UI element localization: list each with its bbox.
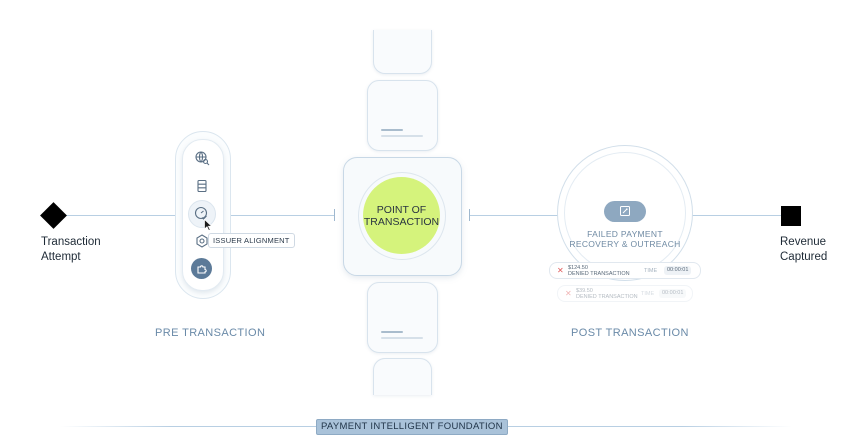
transaction-time: 00:00:01 [659,289,687,298]
edit-document-icon [620,206,630,216]
gauge-check-icon[interactable] [193,205,209,221]
end-label: Revenue Captured [780,235,827,265]
connector-pre-to-center [229,215,335,216]
connector-center-to-post [470,215,558,216]
stack-card-bar [381,331,403,333]
post-transaction-title: FAILED PAYMENT RECOVERY & OUTREACH [560,229,690,249]
post-transaction-label: POST TRANSACTION [571,327,689,339]
stack-card-lower [367,282,438,353]
denied-x-icon: ✕ [565,289,572,298]
transaction-time-label: TIME [644,267,658,274]
puzzle-icon[interactable] [191,258,212,279]
recovery-action-button[interactable] [604,201,646,222]
transaction-row: ✕ $39.50 DENIED TRANSACTION TIME 00:00:0… [557,285,693,302]
point-of-transaction-ring [358,172,446,260]
pre-transaction-label: PRE TRANSACTION [155,327,266,339]
gear-icon[interactable] [194,233,210,249]
transaction-amount: $124.50 [568,264,588,271]
transaction-status: DENIED TRANSACTION [576,293,638,300]
transaction-amount: $39.50 [576,287,593,294]
transaction-status: DENIED TRANSACTION [568,270,630,277]
stack-card-bar [381,337,423,339]
connector-tick-left [334,209,335,221]
transaction-time-label: TIME [641,290,655,297]
stack-card-bar [381,135,423,137]
end-label-line1: Revenue [780,236,827,248]
issuer-alignment-tooltip: ISSUER ALIGNMENT [208,233,295,248]
database-icon[interactable] [194,178,210,194]
point-of-transaction-line1: POINT OF [376,203,427,216]
active-step-ring [188,200,216,228]
point-of-transaction-circle[interactable]: POINT OF TRANSACTION [363,177,440,254]
stack-card-bottom-partial [373,358,432,395]
stack-card-bar [381,129,403,131]
stack-card-top-partial [373,30,432,74]
end-label-line2: Captured [780,251,828,263]
connector-post-to-end [691,215,781,216]
start-label-line2: Attempt [41,251,81,263]
stack-card-upper [367,80,438,151]
mouse-cursor-icon [204,219,213,231]
end-square-icon [781,206,801,226]
transaction-time: 00:00:01 [664,266,692,275]
connector-start-to-pre [62,215,176,216]
connector-tick-right [469,209,470,221]
transaction-row: ✕ $124.50 DENIED TRANSACTION TIME 00:00:… [549,262,701,279]
foundation-label: PAYMENT INTELLIGENT FOUNDATION [316,419,508,435]
globe-search-icon[interactable] [194,150,210,166]
start-diamond-icon [40,202,67,229]
denied-x-icon: ✕ [557,266,564,275]
start-label-line1: Transaction [41,236,101,248]
post-title-line2: RECOVERY & OUTREACH [569,239,681,249]
start-label: Transaction Attempt [41,235,101,265]
point-of-transaction-line2: TRANSACTION [363,215,440,228]
post-title-line1: FAILED PAYMENT [587,229,663,239]
